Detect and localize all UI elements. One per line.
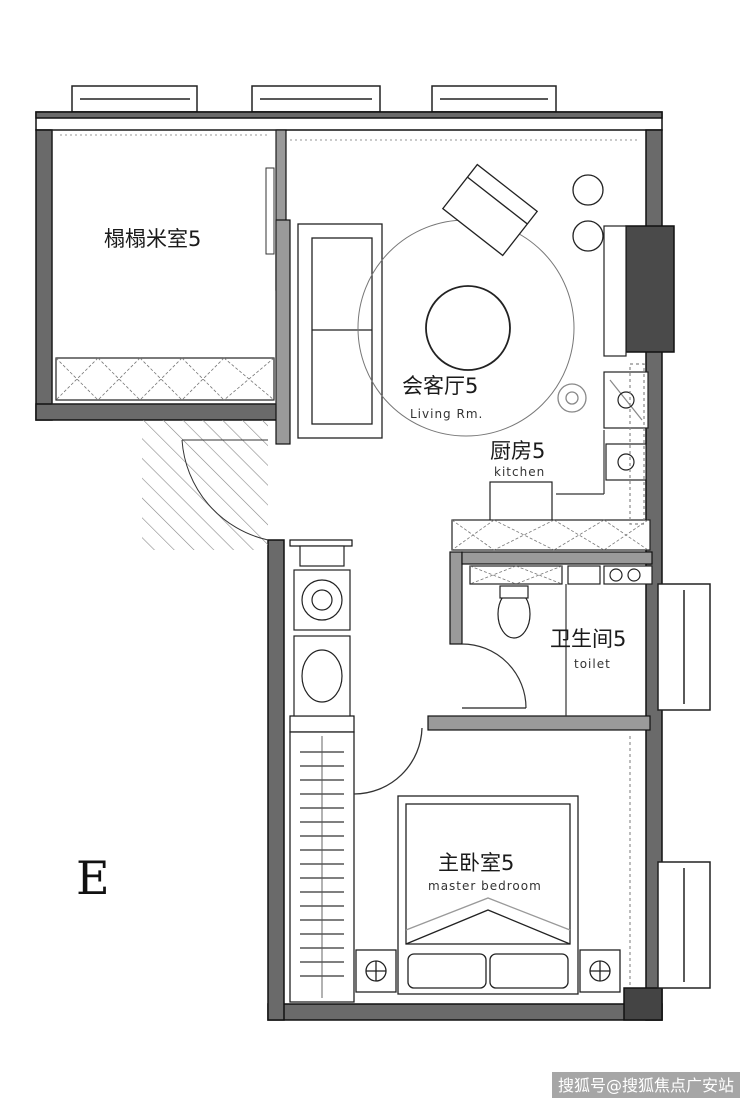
side-windows: [657, 583, 711, 989]
watermark: 搜狐号@搜狐焦点广安站: [552, 1072, 740, 1098]
top-windows: [71, 85, 557, 113]
living-label: 会客厅5: [402, 374, 478, 398]
master-label: 主卧室5: [438, 851, 514, 875]
wardrobe-hangers: [300, 751, 344, 977]
entry-hatch: [142, 420, 269, 550]
plan-letter: E: [76, 851, 110, 905]
watermark-text: 搜狐号@搜狐焦点广安站: [558, 1076, 734, 1095]
toilet-label-en: toilet: [574, 657, 611, 671]
living-label-en: Living Rm.: [410, 407, 483, 421]
exterior-walls: [35, 111, 675, 1021]
kitchen-label-en: kitchen: [494, 465, 545, 479]
bathroom: [461, 565, 653, 716]
tatami-label: 榻榻米室5: [104, 227, 201, 251]
living-room: [290, 139, 640, 439]
bedroom: [289, 727, 631, 1003]
toilet-label: 卫生间5: [550, 627, 626, 651]
laundry-area: [293, 545, 351, 717]
tatami-room: [51, 129, 277, 405]
kitchen-label: 厨房5: [490, 439, 545, 463]
master-label-en: master bedroom: [428, 879, 542, 893]
kitchen: [451, 225, 651, 551]
